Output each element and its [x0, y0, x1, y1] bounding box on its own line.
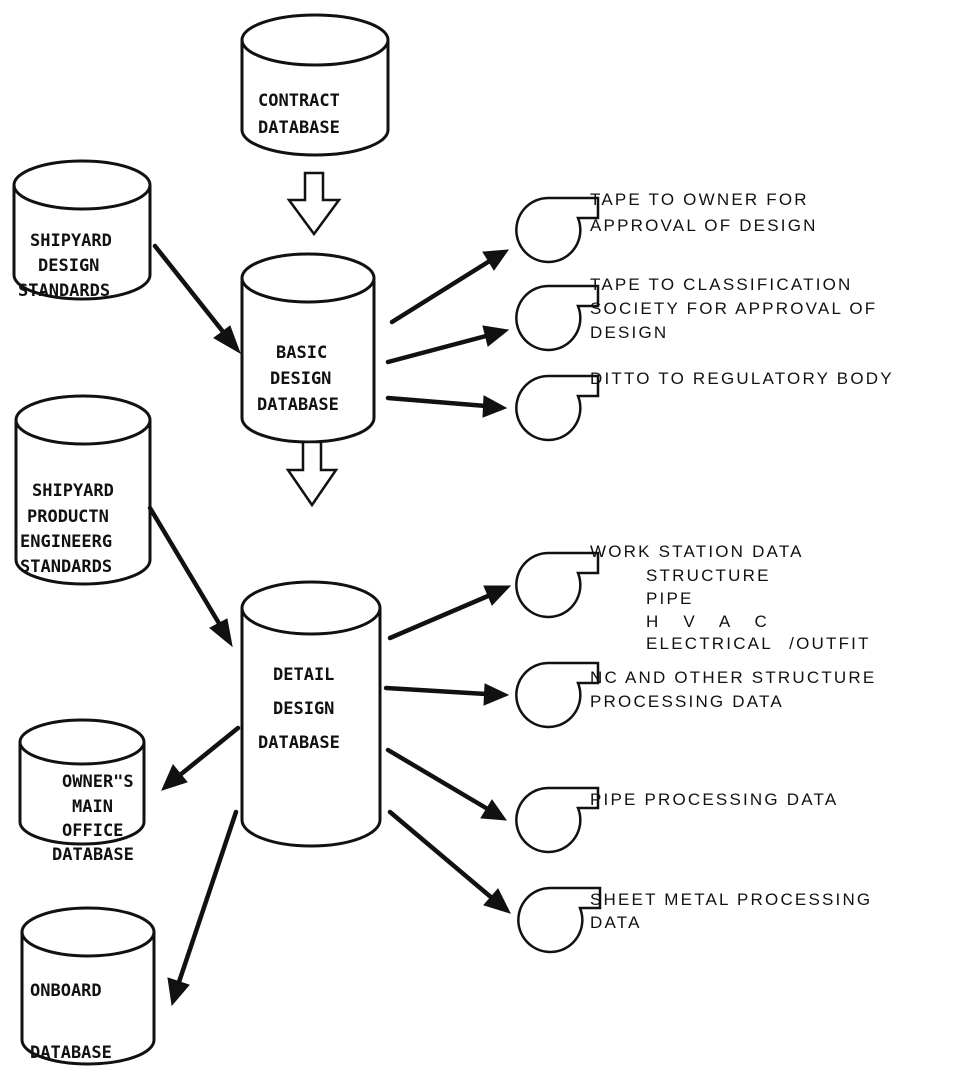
tape-classification-icon — [515, 284, 600, 352]
output-work-station-label: WORK STATION DATA STRUCTURE PIPE H V A C… — [590, 542, 871, 653]
shipyard-design-standards-database: SHIPYARD DESIGN STANDARDS — [12, 159, 152, 301]
output-nc-structure-label: NC AND OTHER STRUCTURE PROCESSING DATA — [590, 668, 876, 711]
nc-structure-tape-icon — [515, 661, 600, 729]
basic-to-ditto-regulatory-arrow — [385, 395, 508, 418]
detail-to-pipe-processing-arrow — [385, 747, 508, 821]
basic-to-detail-hollow-arrow — [285, 440, 339, 508]
contract-to-basic-hollow-arrow — [286, 171, 342, 237]
sheet-metal-line-1: SHEET METAL PROCESSING — [590, 890, 872, 909]
onboard-database: ONBOARD DATABASE — [20, 906, 156, 1066]
owners-office-database-line-3: OFFICE — [62, 821, 123, 841]
tape-owner-line-2: APPROVAL OF DESIGN — [590, 216, 818, 235]
basic-design-database-line-3: DATABASE — [257, 395, 339, 415]
basic-design-database-line-1: BASIC — [276, 343, 327, 363]
nc-structure-line-1: NC AND OTHER STRUCTURE — [590, 668, 876, 687]
shipyard-design-standards-line-2: DESIGN — [38, 256, 99, 276]
detail-to-nc-structure-arrow — [383, 683, 510, 706]
sheet-metal-tape-icon — [517, 886, 602, 954]
output-pipe-processing-label: PIPE PROCESSING DATA — [590, 790, 838, 809]
detail-to-owners-office-arrow — [161, 725, 241, 791]
ditto-regulatory-line-1: DITTO TO REGULATORY BODY — [590, 369, 894, 388]
basic-design-database: BASIC DESIGN DATABASE — [240, 252, 376, 444]
output-sheet-metal-label: SHEET METAL PROCESSING DATA — [590, 890, 872, 932]
detail-to-work-station-arrow — [387, 585, 512, 641]
contract-database-line-1: CONTRACT — [258, 91, 340, 111]
work-station-tape-icon — [515, 551, 600, 619]
owners-office-database-line-2: MAIN — [72, 797, 113, 817]
shipyard-production-engineering-standards-database: SHIPYARD PRODUCTN ENGINEERG STANDARDS — [14, 394, 152, 586]
onboard-database-line-2: DATABASE — [30, 1043, 112, 1063]
contract-database-line-2: DATABASE — [258, 118, 340, 138]
onboard-database-line-1: ONBOARD — [30, 981, 102, 1001]
ditto-regulatory-icon — [515, 374, 600, 442]
work-station-line-3: PIPE — [646, 589, 694, 608]
tape-classification-line-3: DESIGN — [590, 323, 668, 342]
shipyard-design-standards-line-1: SHIPYARD — [30, 231, 112, 251]
work-station-line-1: WORK STATION DATA — [590, 542, 804, 561]
work-station-line-5: ELECTRICAL /OUTFIT — [646, 634, 871, 653]
design-standards-to-basic-arrow — [152, 243, 241, 355]
work-station-line-4: H V A C — [646, 612, 769, 631]
detail-design-database-line-2: DESIGN — [273, 699, 334, 719]
output-tape-owner-label: TAPE TO OWNER FOR APPROVAL OF DESIGN — [590, 190, 818, 235]
tape-owner-line-1: TAPE TO OWNER FOR — [590, 190, 809, 209]
owners-main-office-database: OWNER"S MAIN OFFICE DATABASE — [18, 718, 146, 865]
pipe-processing-tape-icon — [515, 786, 600, 854]
basic-design-database-line-2: DESIGN — [270, 369, 331, 389]
detail-design-database-line-1: DETAIL — [273, 665, 334, 685]
output-ditto-regulatory-label: DITTO TO REGULATORY BODY — [590, 369, 894, 388]
detail-design-database-line-3: DATABASE — [258, 733, 340, 753]
output-tape-classification-label: TAPE TO CLASSIFICATION SOCIETY FOR APPRO… — [590, 275, 877, 342]
shipyard-production-standards-line-3: ENGINEERG — [20, 532, 112, 552]
production-standards-to-detail-arrow — [147, 505, 233, 648]
tape-classification-line-2: SOCIETY FOR APPROVAL OF — [590, 299, 877, 318]
owners-office-database-line-1: OWNER"S — [62, 772, 134, 792]
shipyard-production-standards-line-4: STANDARDS — [20, 557, 112, 577]
shipyard-production-standards-line-1: SHIPYARD — [32, 481, 114, 501]
basic-to-tape-owner-arrow — [389, 249, 510, 325]
tape-classification-line-1: TAPE TO CLASSIFICATION — [590, 275, 853, 294]
detail-design-database: DETAIL DESIGN DATABASE — [240, 580, 382, 848]
shipyard-design-standards-line-3: STANDARDS — [18, 281, 110, 301]
shipyard-production-standards-line-2: PRODUCTN — [27, 507, 109, 527]
pipe-processing-line-1: PIPE PROCESSING DATA — [590, 790, 838, 809]
tape-owner-icon — [515, 196, 600, 264]
contract-database: CONTRACT DATABASE — [240, 13, 390, 157]
work-station-line-2: STRUCTURE — [646, 566, 771, 585]
detail-to-sheet-metal-arrow — [387, 809, 511, 914]
detail-to-onboard-arrow — [167, 809, 239, 1007]
nc-structure-line-2: PROCESSING DATA — [590, 692, 784, 711]
sheet-metal-line-2: DATA — [590, 913, 642, 932]
tape-symbols — [515, 196, 602, 954]
owners-office-database-line-4: DATABASE — [52, 845, 134, 865]
basic-to-tape-classification-arrow — [385, 325, 510, 365]
